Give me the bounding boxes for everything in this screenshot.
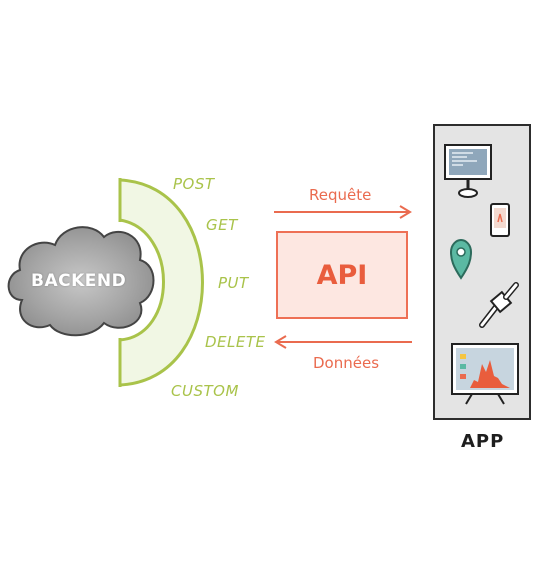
method-custom: CUSTOM <box>171 382 239 400</box>
app-label: APP <box>461 431 505 452</box>
backend-cloud <box>7 226 155 337</box>
backend-label: BACKEND <box>31 271 127 291</box>
request-label: Requête <box>309 186 372 204</box>
endpoint-arcs <box>118 178 204 387</box>
method-delete: DELETE <box>205 333 266 351</box>
desktop-monitor-icon <box>444 144 492 198</box>
request-arrow <box>274 205 412 219</box>
tv-chart-icon <box>451 343 519 405</box>
response-arrow <box>274 335 412 349</box>
api-label: API <box>316 259 368 291</box>
smartphone-icon <box>490 203 510 237</box>
method-put: PUT <box>218 274 249 292</box>
response-label: Données <box>313 354 380 372</box>
method-post: POST <box>173 175 215 193</box>
map-pin-icon <box>449 238 473 280</box>
method-get: GET <box>206 216 238 234</box>
smartwatch-icon <box>479 282 519 328</box>
api-box: API <box>276 231 408 319</box>
